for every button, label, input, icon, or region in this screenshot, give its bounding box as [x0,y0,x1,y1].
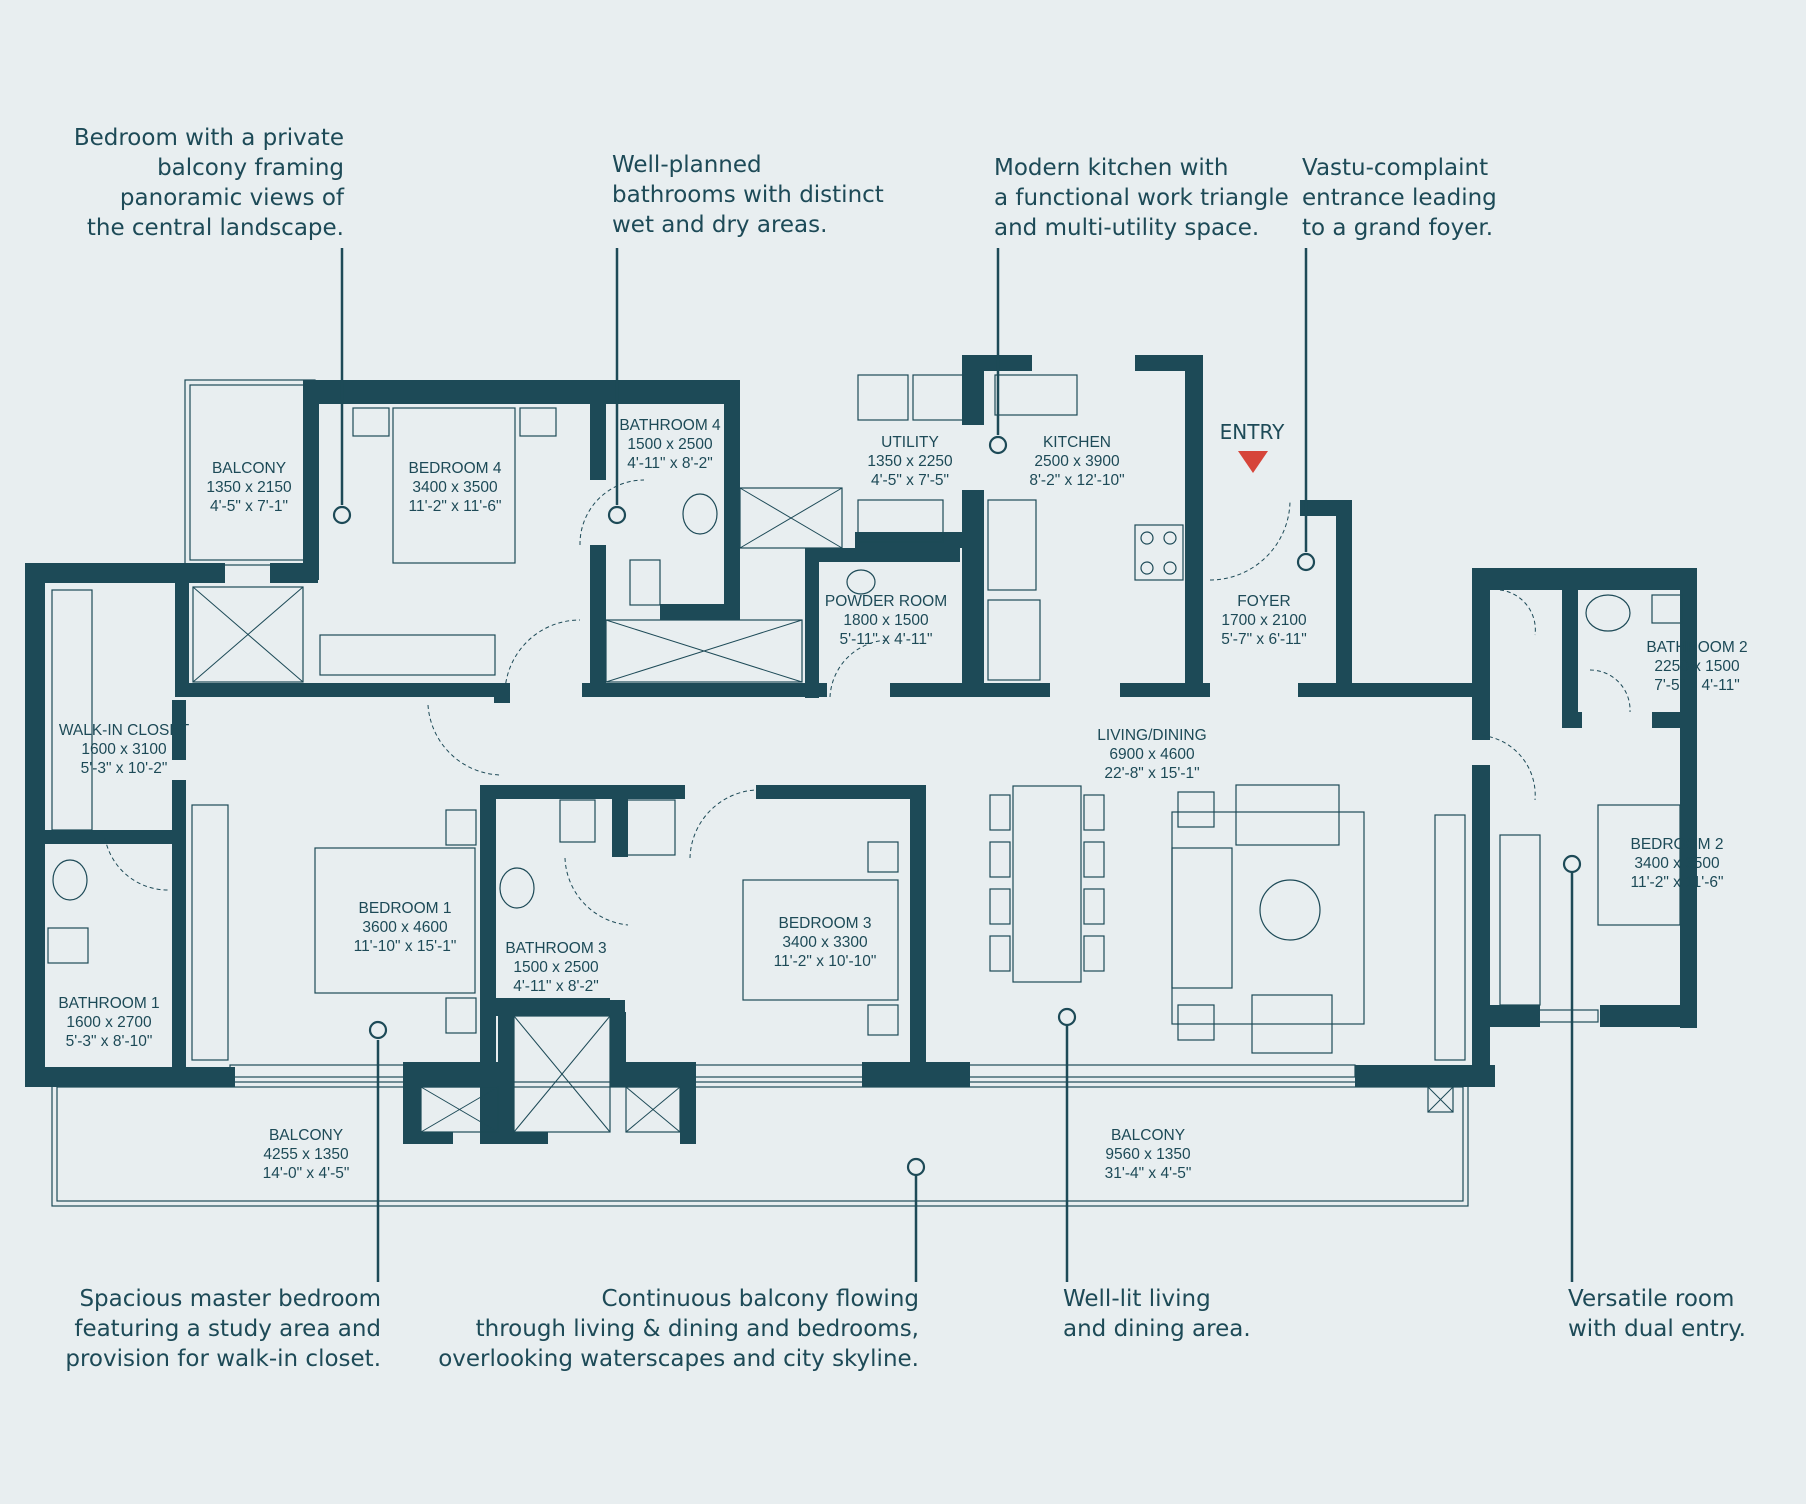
annotation-balcony: Continuous balcony flowing through livin… [438,1286,919,1372]
annotation-bedroom2: Versatile room with dual entry. [1568,1286,1746,1342]
callout-marker [332,505,352,525]
door-swings [104,479,1631,926]
walls [25,355,1697,1144]
annotation-living-dining: Well-lit living and dining area. [1063,1286,1251,1342]
annotation-entrance: Vastu-complaint entrance leading to a gr… [1302,155,1497,241]
furniture [47,374,1683,1061]
callout-marker [906,1157,926,1177]
entry-arrow-icon [1238,451,1268,473]
callout-marker [1562,854,1582,874]
shafts [192,487,1454,1133]
callout-marker [988,435,1008,455]
annotation-master-bedroom: Spacious master bedroom featuring a stud… [65,1286,381,1372]
callout-marker [1296,552,1316,572]
entry-label: ENTRY [1220,420,1285,444]
callout-marker [1057,1007,1077,1027]
annotation-kitchen: Modern kitchen with a functional work tr… [994,155,1289,241]
callout-marker [368,1020,388,1040]
annotation-bathrooms: Well-planned bathrooms with distinct wet… [612,152,884,238]
entry-marker: ENTRY [1220,420,1285,473]
annotation-leaders [332,248,1582,1282]
annotation-bedroom4: Bedroom with a private balcony framing p… [73,125,344,241]
callout-marker [607,505,627,525]
